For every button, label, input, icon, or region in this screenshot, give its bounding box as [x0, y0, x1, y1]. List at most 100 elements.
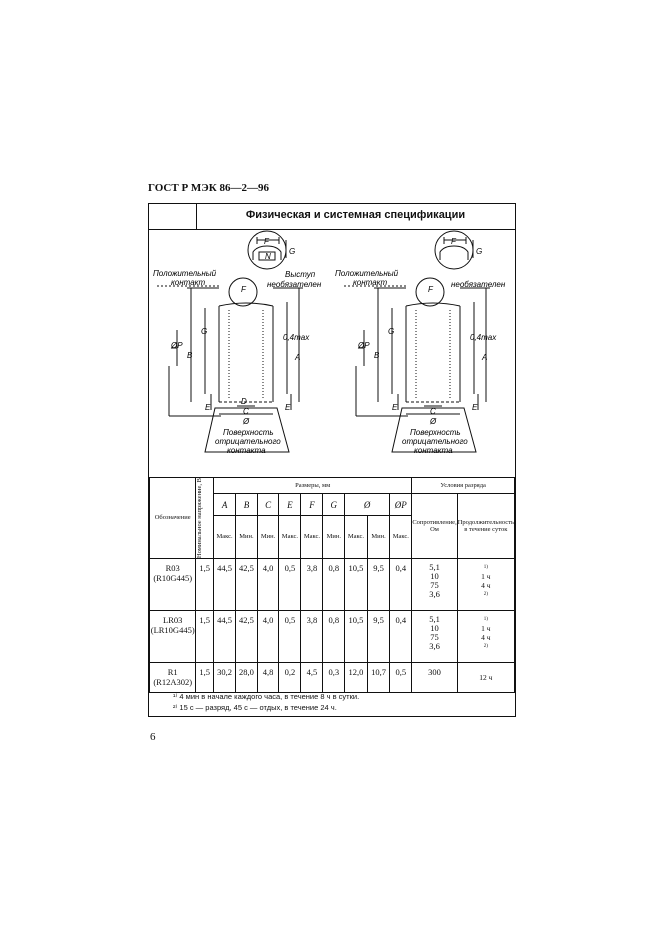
label-bulge-2: необязателен [267, 280, 322, 289]
spec-table: Обозначение Номинальное напряжение, В Ра… [148, 476, 516, 694]
label-F: F [264, 237, 270, 246]
label-dia: Ø [242, 417, 250, 426]
label-positive-1-right: Положительный [335, 269, 399, 278]
label-positive-2: контакт [171, 278, 206, 287]
th-sub: Макс. [300, 515, 324, 560]
label-dia-right: Ø [429, 417, 437, 426]
label-negative-1: Поверхность [223, 428, 274, 437]
th-voltage: Номинальное напряжение, В [195, 476, 215, 560]
cell-duration: 12 ч [456, 662, 516, 694]
cell-value: 0,3 [322, 662, 346, 694]
cell-value: 4,0 [256, 558, 280, 612]
label-E-right: E [392, 403, 398, 412]
cell-voltage: 1,5 [195, 610, 215, 664]
label-E2-right: E [472, 403, 478, 412]
label-bulge-2-right: необязателен [451, 280, 506, 289]
battery-drawings: Положительный контакт Выступ необязателе… [153, 230, 506, 455]
cell-voltage: 1,5 [195, 558, 215, 612]
cell-designation: R1(R12A302) [148, 662, 197, 694]
drawing-left [157, 230, 303, 453]
label-F-small: F [241, 285, 247, 294]
cell-designation: LR03(LR10G445) [148, 610, 197, 664]
specification-frame: Физическая и системная спецификации [148, 203, 516, 717]
cell-value: 9,5 [366, 610, 391, 664]
cell-value: 44,5 [213, 610, 237, 664]
th-col-C: C [256, 492, 280, 517]
th-sub: Макс. [213, 515, 237, 560]
cell-value: 10,5 [344, 558, 368, 612]
table-row: R03(R10G445) 1,5 44,5 42,5 4,0 0,5 3,8 0… [148, 558, 516, 612]
label-F-small-right: F [428, 285, 434, 294]
th-col-fiP: ØP [389, 492, 413, 517]
label-04max-right: 0,4max [470, 333, 497, 342]
cell-value: 30,2 [213, 662, 237, 694]
th-col-E: E [278, 492, 302, 517]
th-duration: Продолжительность в течение суток [456, 492, 516, 560]
label-G2: G [201, 327, 207, 336]
cell-value: 3,8 [300, 610, 324, 664]
cell-value: 28,0 [235, 662, 258, 694]
label-G-right: G [476, 247, 482, 256]
label-negative-3: контакта [227, 446, 266, 455]
th-col-B: B [235, 492, 258, 517]
th-col-G: G [322, 492, 346, 517]
label-04max: 0,4max [283, 333, 310, 342]
th-col-dia: Ø [344, 492, 391, 517]
th-sub: Макс. [389, 515, 413, 560]
cell-value: 44,5 [213, 558, 237, 612]
cell-value: 0,8 [322, 610, 346, 664]
cell-value: 42,5 [235, 558, 258, 612]
cell-value: 42,5 [235, 610, 258, 664]
cell-value: 0,5 [278, 610, 302, 664]
label-negative-2: отрицательного [215, 437, 281, 446]
drawing-right [344, 230, 490, 453]
document-header: ГОСТ Р МЭК 86—2—96 [148, 182, 269, 194]
label-G: G [289, 247, 295, 256]
th-sub: Мин. [366, 515, 391, 560]
title-row: Физическая и системная спецификации [149, 204, 515, 230]
label-B-right: B [374, 351, 380, 360]
th-sub: Макс. [278, 515, 302, 560]
label-positive-2-right: контакт [353, 278, 388, 287]
label-negative-2-right: отрицательного [402, 437, 468, 446]
label-fiP: ØP [170, 341, 183, 350]
cell-resistance: 300 [411, 662, 458, 694]
cell-value: 0,8 [322, 558, 346, 612]
label-C: C [243, 407, 249, 416]
cell-value: 4,0 [256, 610, 280, 664]
label-N: N [265, 252, 271, 261]
cell-value: 10,5 [344, 610, 368, 664]
th-discharge: Условия разряда [411, 477, 515, 494]
cell-value: 0,4 [389, 558, 413, 612]
cell-value: 0,5 [278, 558, 302, 612]
label-C-right: C [430, 407, 436, 416]
table-row: R1(R12A302) 1,5 30,2 28,0 4,8 0,2 4,5 0,… [148, 662, 516, 694]
cell-value: 0,2 [278, 662, 302, 694]
cell-value: 10,7 [366, 662, 391, 694]
th-designation: Обозначение [148, 476, 197, 560]
cell-value: 4,8 [256, 662, 280, 694]
label-F-right: F [451, 237, 457, 246]
label-negative-1-right: Поверхность [410, 428, 461, 437]
th-sub: Макс. [344, 515, 368, 560]
cell-value: 0,4 [389, 610, 413, 664]
th-sub: Мин. [256, 515, 280, 560]
footnote-1: ¹⁾ 4 мин в начале каждого часа, в течени… [173, 692, 360, 701]
cell-value: 9,5 [366, 558, 391, 612]
cell-voltage: 1,5 [195, 662, 215, 694]
label-positive-1: Положительный [153, 269, 217, 278]
th-sub: Мин. [322, 515, 346, 560]
label-A-right: A [481, 353, 487, 362]
title-stub [149, 204, 197, 229]
label-A: A [294, 353, 300, 362]
label-bulge-1: Выступ [285, 270, 316, 279]
th-col-F: F [300, 492, 324, 517]
cell-value: 12,0 [344, 662, 368, 694]
cell-value: 0,5 [389, 662, 413, 694]
label-E2: E [285, 403, 291, 412]
th-sub: Мин. [235, 515, 258, 560]
